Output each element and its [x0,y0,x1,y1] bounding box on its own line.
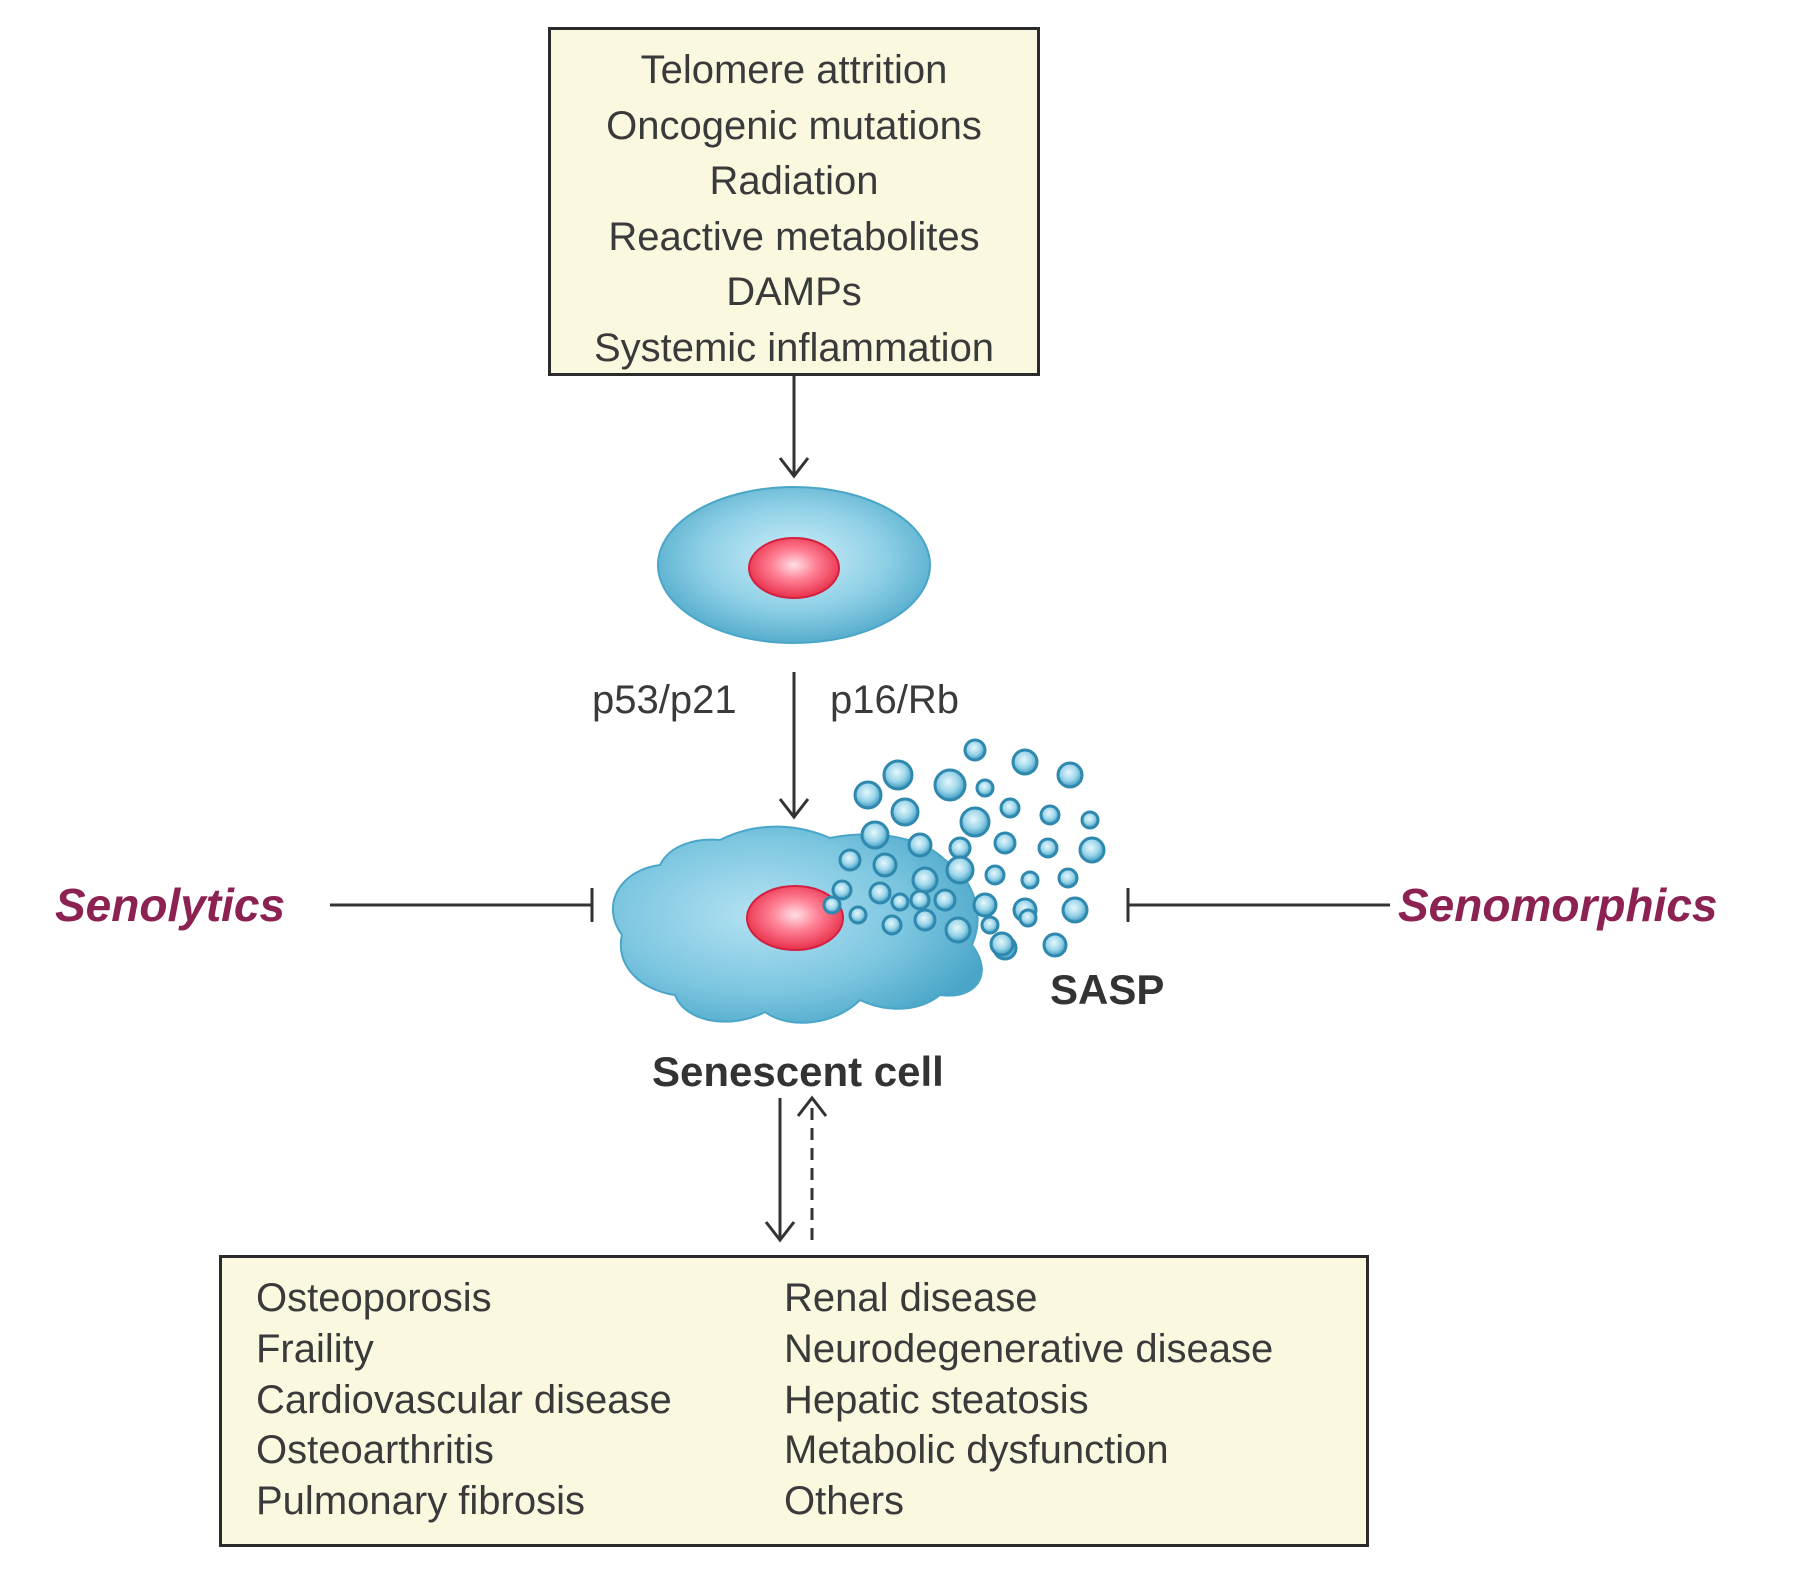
arrow-stress-to-cell [778,376,810,479]
normal-cell-nucleus [748,537,840,599]
disease-item: Renal disease [784,1276,1038,1320]
disease-item: Pulmonary fibrosis [256,1479,586,1523]
arrow-cell-to-senescent [778,672,810,820]
stressor-item: Systemic inflammation [593,326,995,370]
senolytics-label: Senolytics [55,879,286,931]
senolytics-inhibition-line [330,888,594,922]
diseases-box: Osteoporosis Fraility Cardiovascular dis… [219,1255,1369,1547]
sasp-particles [822,738,1106,961]
pathway-label-p16-rb: p16/Rb [830,678,959,722]
pathway-label-p53-p21: p53/p21 [592,678,737,722]
disease-item: Others [784,1479,905,1523]
stressor-item: DAMPs [726,270,862,314]
stressors-box: Telomere attrition Oncogenic mutations R… [548,27,1040,376]
senescent-cell-nucleus [746,885,844,951]
normal-cell [657,486,931,644]
disease-item: Fraility [256,1327,374,1371]
disease-item: Osteoporosis [256,1276,492,1320]
stressor-item: Radiation [709,159,879,203]
stressor-item: Oncogenic mutations [606,104,982,148]
sasp-label: SASP [1050,966,1165,1013]
stressor-item: Telomere attrition [640,48,948,92]
stressor-item: Reactive metabolites [608,215,980,259]
disease-item: Cardiovascular disease [256,1378,672,1422]
disease-item: Hepatic steatosis [784,1378,1089,1422]
disease-item: Neurodegenerative disease [784,1327,1274,1371]
senomorphics-label: Senomorphics [1398,879,1718,931]
disease-item: Osteoarthritis [256,1428,494,1472]
senescent-cell-label: Senescent cell [652,1048,944,1095]
dashed-arrow-disease-to-senescent [796,1095,828,1240]
disease-item: Metabolic dysfunction [784,1428,1169,1472]
senomorphics-inhibition-line [1126,888,1390,922]
arrow-senescent-to-disease [764,1098,796,1243]
